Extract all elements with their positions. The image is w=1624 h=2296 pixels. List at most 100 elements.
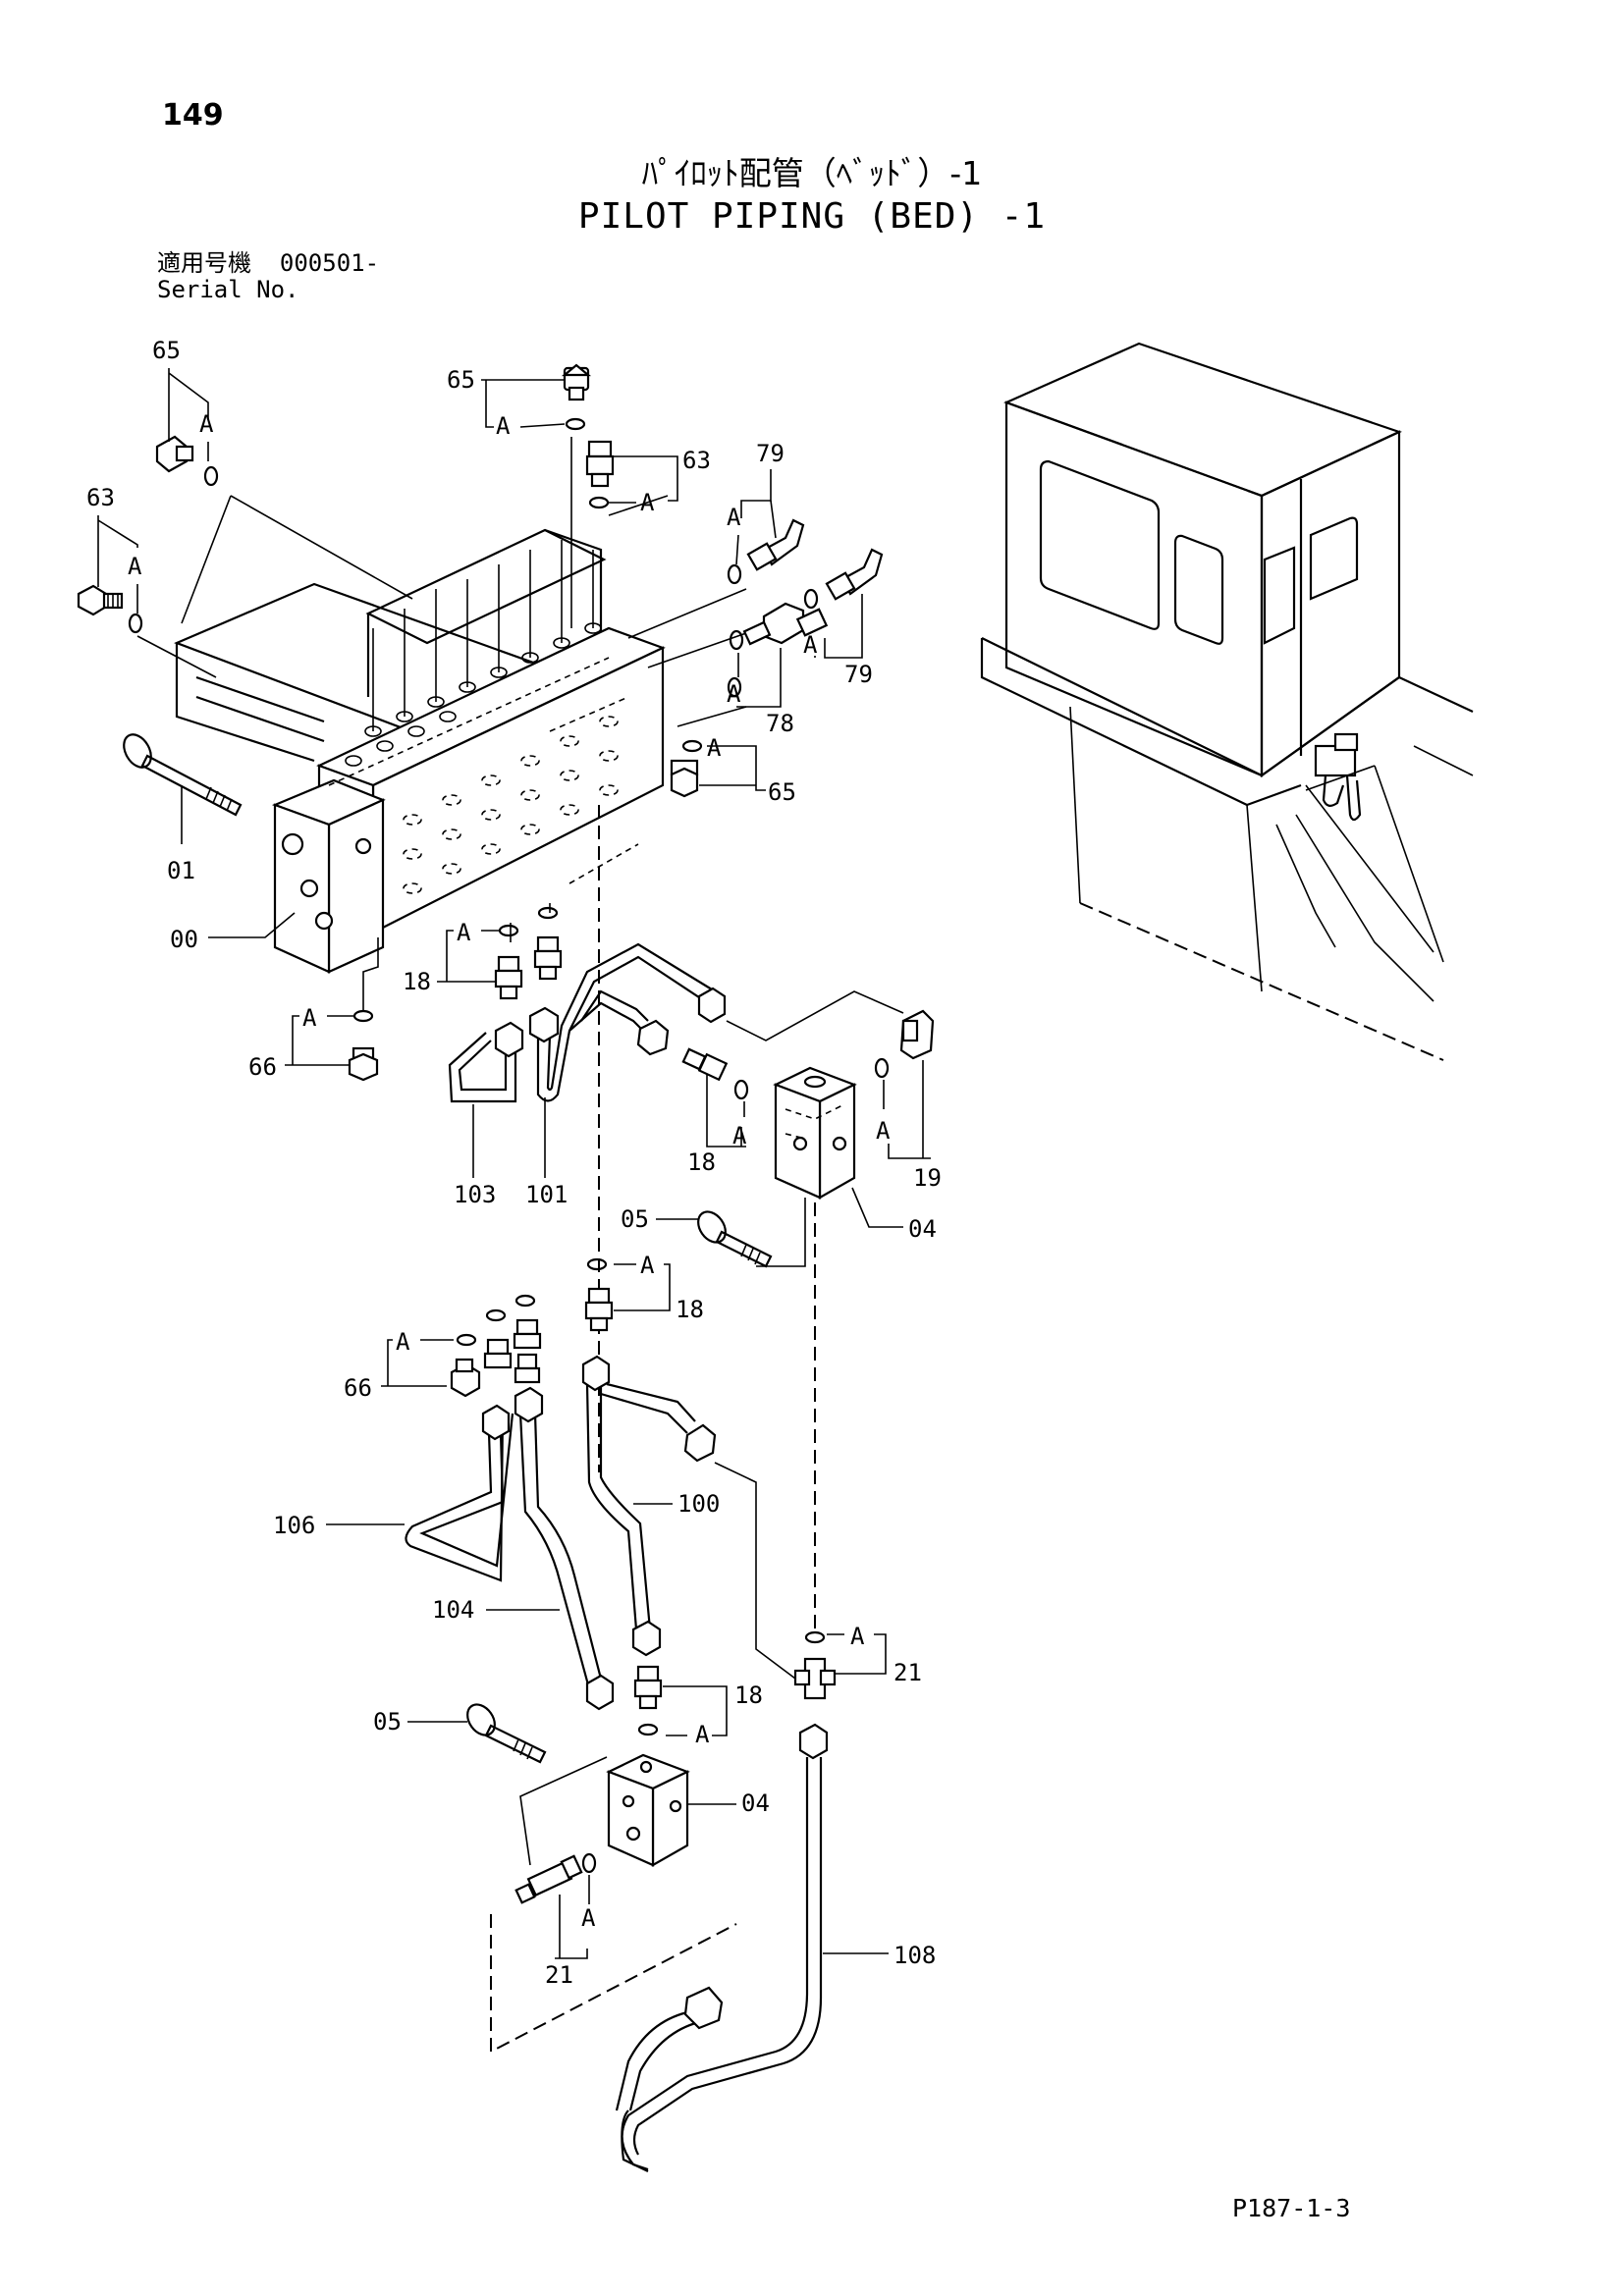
adapter-63-icon — [77, 584, 124, 616]
serial-info: 適用号機 000501- Serial No. — [157, 250, 379, 303]
o-ring-icon — [203, 465, 219, 487]
callout-79: 79 — [756, 440, 785, 467]
tee-21-icon — [514, 1854, 583, 1904]
o-ring-icon — [581, 1852, 597, 1874]
o-ring-icon — [637, 1723, 659, 1736]
callout-A: A — [732, 1122, 747, 1149]
connector-78-icon — [742, 602, 829, 646]
o-ring-icon — [804, 1630, 826, 1644]
callout-65: 65 — [768, 778, 796, 806]
block-04-lower — [606, 1753, 690, 1867]
callout-A: A — [496, 412, 511, 440]
callout-A: A — [640, 1252, 655, 1279]
elbow-19-icon — [899, 1009, 935, 1060]
callout-04: 04 — [741, 1789, 770, 1817]
callout-A: A — [707, 734, 722, 762]
pipe-101 — [528, 942, 727, 1102]
serial-label-jp: 適用号機 — [157, 249, 251, 277]
o-ring-icon — [514, 1294, 536, 1308]
callout-78: 78 — [766, 710, 794, 737]
page-title-en: PILOT PIPING (BED) -1 — [577, 196, 1047, 237]
o-ring-icon — [681, 739, 703, 753]
block-04-upper — [773, 1066, 857, 1200]
callout-A: A — [876, 1117, 891, 1145]
plug-66-icon — [348, 1046, 379, 1082]
callout-65: 65 — [447, 366, 475, 394]
callout-A: A — [803, 631, 818, 659]
callout-65: 65 — [152, 337, 181, 364]
pipe-104 — [514, 1386, 615, 1711]
o-ring-icon — [352, 1009, 374, 1023]
callout-108: 108 — [893, 1942, 936, 1969]
plug-65-icon — [155, 435, 194, 473]
callout-66: 66 — [248, 1053, 277, 1081]
callout-05: 05 — [373, 1708, 402, 1735]
callout-A: A — [457, 919, 471, 946]
o-ring-icon — [727, 563, 742, 585]
callout-A: A — [581, 1904, 596, 1932]
callout-A: A — [727, 680, 741, 708]
plug-65-icon — [670, 759, 699, 798]
o-ring-icon — [874, 1057, 890, 1079]
fitting-group-icon — [450, 1318, 542, 1398]
callout-101: 101 — [525, 1181, 568, 1208]
tee-21-icon — [793, 1657, 837, 1700]
o-ring-icon — [485, 1308, 507, 1322]
footer-code: P187-1-3 — [1232, 2194, 1351, 2222]
bolt-05-icon — [697, 1210, 773, 1268]
callout-79: 79 — [844, 661, 873, 688]
elbow-79-icon — [825, 548, 884, 601]
callout-18: 18 — [403, 968, 431, 995]
callout-A: A — [727, 504, 741, 531]
fitting-18-icon — [533, 935, 563, 981]
callout-A: A — [396, 1328, 410, 1356]
callout-63: 63 — [682, 447, 711, 474]
page-number: 149 — [162, 98, 224, 133]
callout-106: 106 — [273, 1512, 315, 1539]
fitting-18-icon — [681, 1047, 729, 1082]
plug-65-icon — [561, 363, 592, 401]
o-ring-icon — [537, 906, 559, 920]
callout-A: A — [640, 489, 655, 516]
callouts: 65 A 65 A 63 A 63 A 79 A 79 A 78 A — [86, 337, 942, 1989]
cab-connector-icon — [1305, 732, 1376, 822]
callout-63: 63 — [86, 484, 115, 511]
callout-100: 100 — [677, 1490, 720, 1518]
cab-outline — [980, 342, 1474, 1061]
o-ring-icon — [803, 588, 819, 610]
o-ring-icon — [498, 924, 519, 937]
o-ring-icon — [456, 1333, 477, 1347]
callout-18: 18 — [734, 1682, 763, 1709]
page-title-jp: ﾊﾟｲﾛｯﾄ配管（ﾍﾞｯﾄﾞ）-1 — [641, 154, 983, 192]
serial-label-en: Serial No. — [157, 276, 299, 303]
o-ring-icon — [586, 1257, 608, 1271]
o-ring-icon — [733, 1079, 749, 1100]
fitting-18-icon — [494, 955, 523, 1000]
pipe-108 — [615, 1723, 829, 2172]
callout-A: A — [128, 553, 142, 580]
callout-01: 01 — [167, 857, 195, 884]
o-ring-icon — [727, 676, 742, 698]
callout-18: 18 — [676, 1296, 704, 1323]
callout-18: 18 — [687, 1148, 716, 1176]
callout-05: 05 — [621, 1205, 649, 1233]
callout-00: 00 — [170, 926, 198, 953]
serial-value: 000501- — [279, 249, 380, 277]
pipe-101-branch — [568, 989, 670, 1056]
callout-A: A — [850, 1623, 865, 1650]
pipe-103 — [448, 1021, 524, 1103]
adapter-63-icon — [585, 440, 615, 488]
callout-66: 66 — [344, 1374, 372, 1402]
callout-104: 104 — [432, 1596, 474, 1624]
bolt-05-icon — [466, 1703, 547, 1764]
callout-04: 04 — [908, 1215, 937, 1243]
bolt-01-icon — [123, 733, 243, 844]
elbow-79-icon — [746, 518, 805, 571]
fitting-18-icon — [633, 1665, 663, 1710]
o-ring-icon — [729, 629, 744, 651]
callout-19: 19 — [913, 1164, 942, 1192]
o-ring-icon — [128, 613, 143, 634]
pipe-100 — [581, 1355, 717, 1657]
o-ring-icon — [588, 496, 610, 509]
